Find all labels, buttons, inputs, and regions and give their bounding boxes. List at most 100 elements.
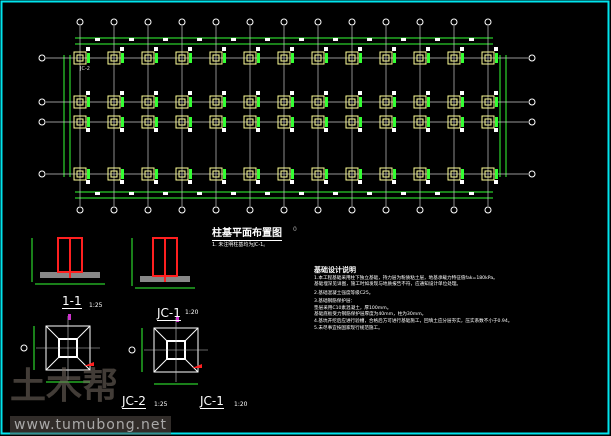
footing-outline [379, 95, 393, 109]
column-outline [110, 98, 118, 106]
column-outline [246, 170, 254, 178]
design-note-line: 5.未尽事宜按国家现行规范施工。 [314, 326, 383, 331]
axis-bubble [528, 54, 536, 62]
column-outline [110, 170, 118, 178]
footing-outline [379, 51, 393, 65]
column-outline [280, 54, 288, 62]
footing-outline [447, 167, 461, 181]
axis-bubble [38, 170, 46, 178]
footing-dimension [121, 97, 124, 107]
column-outline [348, 170, 356, 178]
footing-dimension [325, 53, 328, 63]
footing-dimension [461, 97, 464, 107]
plan-label-jc2: JC-2 [80, 66, 90, 72]
footing-outline [107, 115, 121, 129]
slope-line [76, 325, 91, 340]
footing-tag [188, 91, 192, 95]
footing-tag [120, 91, 124, 95]
dimension-text [95, 192, 100, 195]
column-outline [144, 118, 152, 126]
axis-bubble [144, 206, 152, 214]
footing-tag [358, 91, 362, 95]
footing-tag [392, 47, 396, 51]
footing-dimension [393, 169, 396, 179]
footing-outline [447, 51, 461, 65]
column-outline [382, 170, 390, 178]
footing-tag [120, 47, 124, 51]
dimension-text [469, 192, 474, 195]
dimension-text [435, 192, 440, 195]
axis-bubble [144, 18, 152, 26]
axis-bubble [178, 18, 186, 26]
footing-outline [107, 51, 121, 65]
footing-outline [209, 115, 223, 129]
column-outline [178, 54, 186, 62]
axis-bubble [314, 206, 322, 214]
footing-tag [324, 128, 328, 132]
axis-bubble [314, 18, 322, 26]
dimension-text [401, 38, 406, 41]
footing-outline [481, 95, 495, 109]
column-outline [212, 98, 220, 106]
column-outline [246, 54, 254, 62]
footing-dimension [223, 117, 226, 127]
footing-outline [141, 115, 155, 129]
footing-tag [222, 180, 226, 184]
column-outline [484, 54, 492, 62]
footing-dimension [495, 169, 498, 179]
design-notes-title: 基础设计说明 [314, 266, 356, 274]
footing-dimension [223, 169, 226, 179]
detail-label-jc1: JC-1 [157, 306, 181, 321]
column-outline [450, 98, 458, 106]
column-outline [348, 118, 356, 126]
footing-tag [256, 91, 260, 95]
axis-bubble [246, 18, 254, 26]
footing-outline [277, 115, 291, 129]
column-outline [144, 54, 152, 62]
footing-dimension [291, 97, 294, 107]
axis-bubble [110, 206, 118, 214]
footing-tag [154, 91, 158, 95]
dimension-text [197, 38, 202, 41]
dimension-text [197, 192, 202, 195]
column-outline [246, 98, 254, 106]
footing-outline [175, 167, 189, 181]
footing-dimension [223, 53, 226, 63]
detail-label-1-1: 1-1 [62, 294, 82, 309]
dimension-text [231, 192, 236, 195]
footing-dimension [393, 97, 396, 107]
footing-outline [447, 115, 461, 129]
footing-outline [413, 95, 427, 109]
footing-tag [358, 47, 362, 51]
footing-tag [188, 47, 192, 51]
footing-tag [358, 180, 362, 184]
footing-outline [243, 95, 257, 109]
axis-bubble [416, 18, 424, 26]
slope-line [153, 358, 168, 373]
footing-dimension [495, 53, 498, 63]
footing-outline [345, 95, 359, 109]
footing-tag [392, 91, 396, 95]
column-outline [484, 170, 492, 178]
detail-label-jc1-plan: JC-1 [200, 394, 224, 409]
footing-outline [413, 115, 427, 129]
dimension-text [469, 38, 474, 41]
footing-dimension [461, 169, 464, 179]
footing-dimension [359, 117, 362, 127]
column-outline [348, 54, 356, 62]
footing-outline [277, 95, 291, 109]
footing-dimension [427, 169, 430, 179]
footing-dimension [87, 169, 90, 179]
footing-tag [290, 47, 294, 51]
footing-tag [426, 128, 430, 132]
column-outline [416, 118, 424, 126]
column-outline [212, 54, 220, 62]
detail-scale: 1:25 [154, 401, 168, 408]
axis-bubble [212, 18, 220, 26]
slope-line [184, 358, 199, 373]
footing-tag [324, 47, 328, 51]
footing-dimension [393, 117, 396, 127]
column-outline [314, 54, 322, 62]
column-outline [484, 98, 492, 106]
